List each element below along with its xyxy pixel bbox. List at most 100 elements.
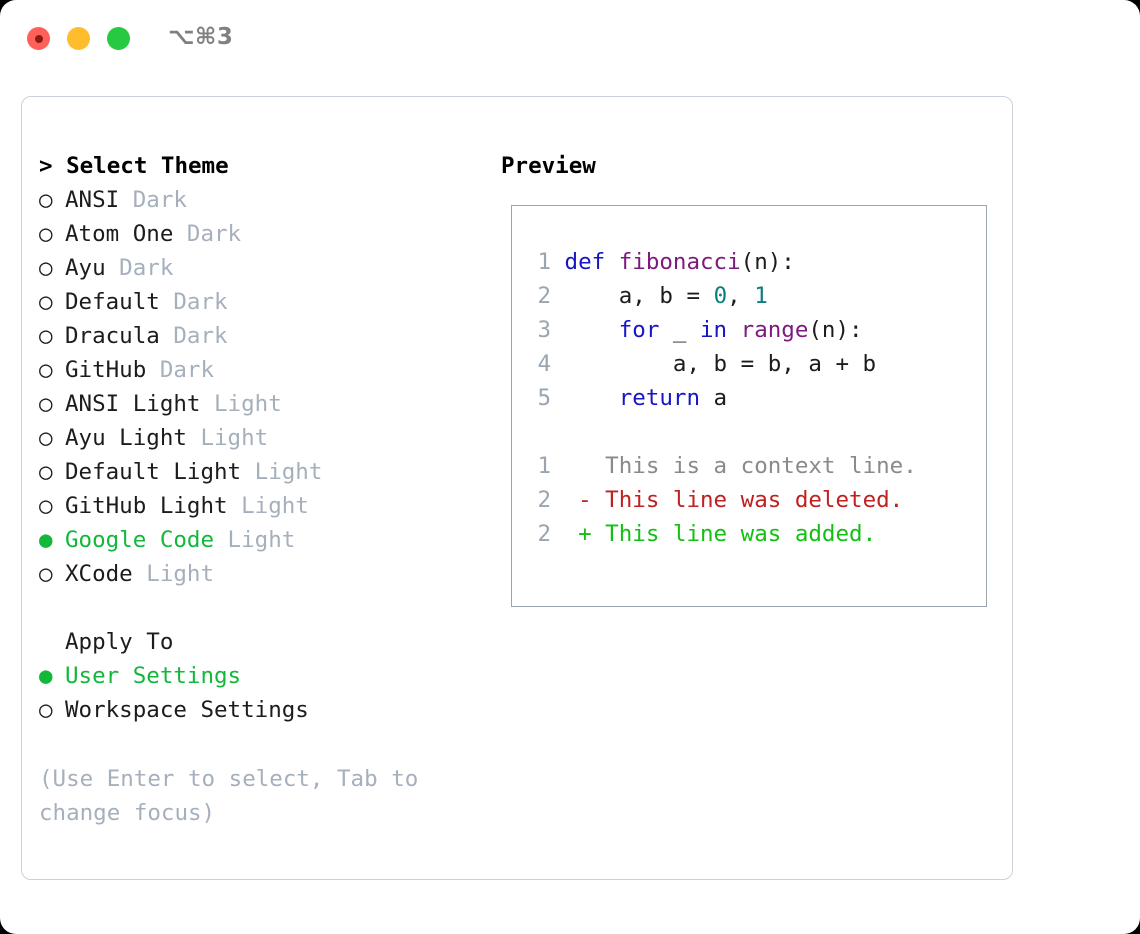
theme-name: Ayu Light	[65, 425, 187, 451]
gutter-gap	[551, 521, 578, 547]
code-token: 1	[754, 283, 768, 309]
theme-variant-badge: Light	[200, 391, 282, 417]
code-line: 3 for _ in range(n):	[525, 313, 980, 347]
theme-name: GitHub Light	[65, 493, 228, 519]
apply-to-option[interactable]: ○ Workspace Settings	[39, 693, 479, 727]
code-token: _	[659, 317, 701, 343]
line-number: 1	[537, 453, 551, 479]
theme-list-item[interactable]: ○ GitHub Light Light	[39, 489, 479, 523]
theme-list-item[interactable]: ○Default Dark	[39, 285, 479, 319]
theme-name: Atom One	[65, 221, 174, 247]
apply-to-option[interactable]: ●User Settings	[39, 659, 479, 693]
code-token: a	[700, 385, 728, 411]
apply-to-title-indent	[39, 625, 65, 659]
preview-section: Preview 1 def fibonacci(n):2 a, b = 0, 1…	[501, 149, 1001, 607]
diff-line: 1 This is a context line.	[525, 449, 980, 483]
apply-to-title: Apply To	[39, 625, 479, 659]
code-token: return	[618, 385, 701, 411]
theme-list: ○ANSI Dark○Atom One Dark○Ayu Dark○Defaul…	[39, 183, 479, 591]
apply-to-option-label: User Settings	[65, 663, 242, 689]
list-spacer	[39, 591, 479, 625]
keyboard-hint: (Use Enter to select, Tab to change focu…	[39, 766, 419, 826]
minimize-button[interactable]	[67, 27, 90, 50]
gutter-gap	[551, 249, 565, 275]
radio-unselected-icon: ○	[39, 221, 53, 247]
gutter-gap	[551, 453, 578, 479]
theme-name: Dracula	[65, 323, 160, 349]
theme-variant-badge: Dark	[105, 255, 174, 281]
gutter-gap	[551, 487, 578, 513]
theme-list-item[interactable]: ●Google Code Light	[39, 523, 479, 557]
apply-to-option-label: Workspace Settings	[65, 697, 309, 723]
code-token: a, b =	[564, 283, 714, 309]
theme-list-item[interactable]: ○ GitHub Dark	[39, 353, 479, 387]
code-line: 1 def fibonacci(n):	[525, 245, 980, 279]
radio-unselected-icon: ○	[39, 493, 53, 519]
theme-variant-badge: Dark	[173, 221, 242, 247]
diff-line: 2 + This line was added.	[525, 517, 980, 551]
code-line: 5 return a	[525, 381, 980, 415]
code-token	[565, 385, 619, 411]
line-number: 1	[537, 249, 551, 275]
theme-variant-badge: Light	[214, 527, 296, 553]
theme-variant-badge: Dark	[119, 187, 187, 213]
radio-unselected-icon: ○	[39, 459, 53, 485]
code-token: range	[740, 317, 809, 343]
gutter-gap	[551, 385, 565, 411]
theme-name: XCode	[65, 561, 133, 587]
theme-list-item[interactable]: ○ Default Light Light	[39, 455, 479, 489]
line-number: 2	[537, 487, 551, 513]
theme-variant-badge: Light	[186, 425, 269, 451]
radio-unselected-icon: ○	[39, 357, 53, 383]
theme-name: ANSI Light	[65, 391, 201, 417]
keyboard-shortcut-label: ⌥⌘3	[168, 24, 234, 50]
apply-to-options: ●User Settings ○ Workspace Settings	[39, 659, 479, 727]
theme-list-item[interactable]: ○ Ayu Dark	[39, 251, 479, 285]
theme-list-item[interactable]: ○ ANSI Light Light	[39, 387, 479, 421]
radio-unselected-icon: ○	[39, 561, 53, 587]
line-number: 3	[537, 317, 551, 343]
theme-variant-badge: Light	[241, 459, 323, 485]
diff-line-text: + This line was added.	[578, 521, 877, 547]
theme-name: Ayu	[65, 255, 106, 281]
theme-list-item[interactable]: ○ANSI Dark	[39, 183, 479, 217]
title-bar: ⌥⌘3	[0, 0, 1140, 76]
radio-selected-icon: ●	[39, 527, 53, 553]
code-token	[605, 249, 619, 275]
code-diff-separator	[525, 415, 980, 449]
theme-variant-badge: Dark	[159, 323, 228, 349]
line-number: 5	[537, 385, 551, 411]
code-token	[727, 317, 741, 343]
theme-name: Default Light	[65, 459, 242, 485]
code-line: 2 a, b = 0, 1	[525, 279, 980, 313]
gutter-gap	[551, 317, 565, 343]
radio-unselected-icon: ○	[39, 391, 53, 417]
theme-name: GitHub	[65, 357, 147, 383]
theme-name: Default	[65, 289, 160, 315]
theme-list-item[interactable]: ○ Ayu Light Light	[39, 421, 479, 455]
theme-list-item[interactable]: ○ Atom One Dark	[39, 217, 479, 251]
code-token: fibonacci	[618, 249, 741, 275]
theme-list-item[interactable]: ○Dracula Dark	[39, 319, 479, 353]
radio-unselected-icon: ○	[39, 255, 53, 281]
diff-line: 2 - This line was deleted.	[525, 483, 980, 517]
code-token: def	[564, 249, 606, 275]
apply-to-title-text: Apply To	[65, 629, 174, 655]
radio-unselected-icon: ○	[39, 425, 53, 451]
theme-variant-badge: Dark	[146, 357, 215, 383]
radio-unselected-icon: ○	[39, 697, 53, 723]
close-button[interactable]	[27, 27, 50, 50]
code-token: 0	[713, 283, 728, 309]
code-token: in	[700, 317, 728, 343]
line-number: 2	[537, 521, 551, 547]
diff-lines: 1 This is a context line.2 - This line w…	[525, 449, 980, 551]
code-token: a, b = b, a + b	[564, 351, 877, 377]
close-icon	[34, 34, 43, 43]
maximize-button[interactable]	[107, 27, 130, 50]
theme-variant-badge: Light	[227, 493, 309, 519]
gutter-gap	[551, 351, 565, 377]
theme-list-item[interactable]: ○XCode Light	[39, 557, 479, 591]
